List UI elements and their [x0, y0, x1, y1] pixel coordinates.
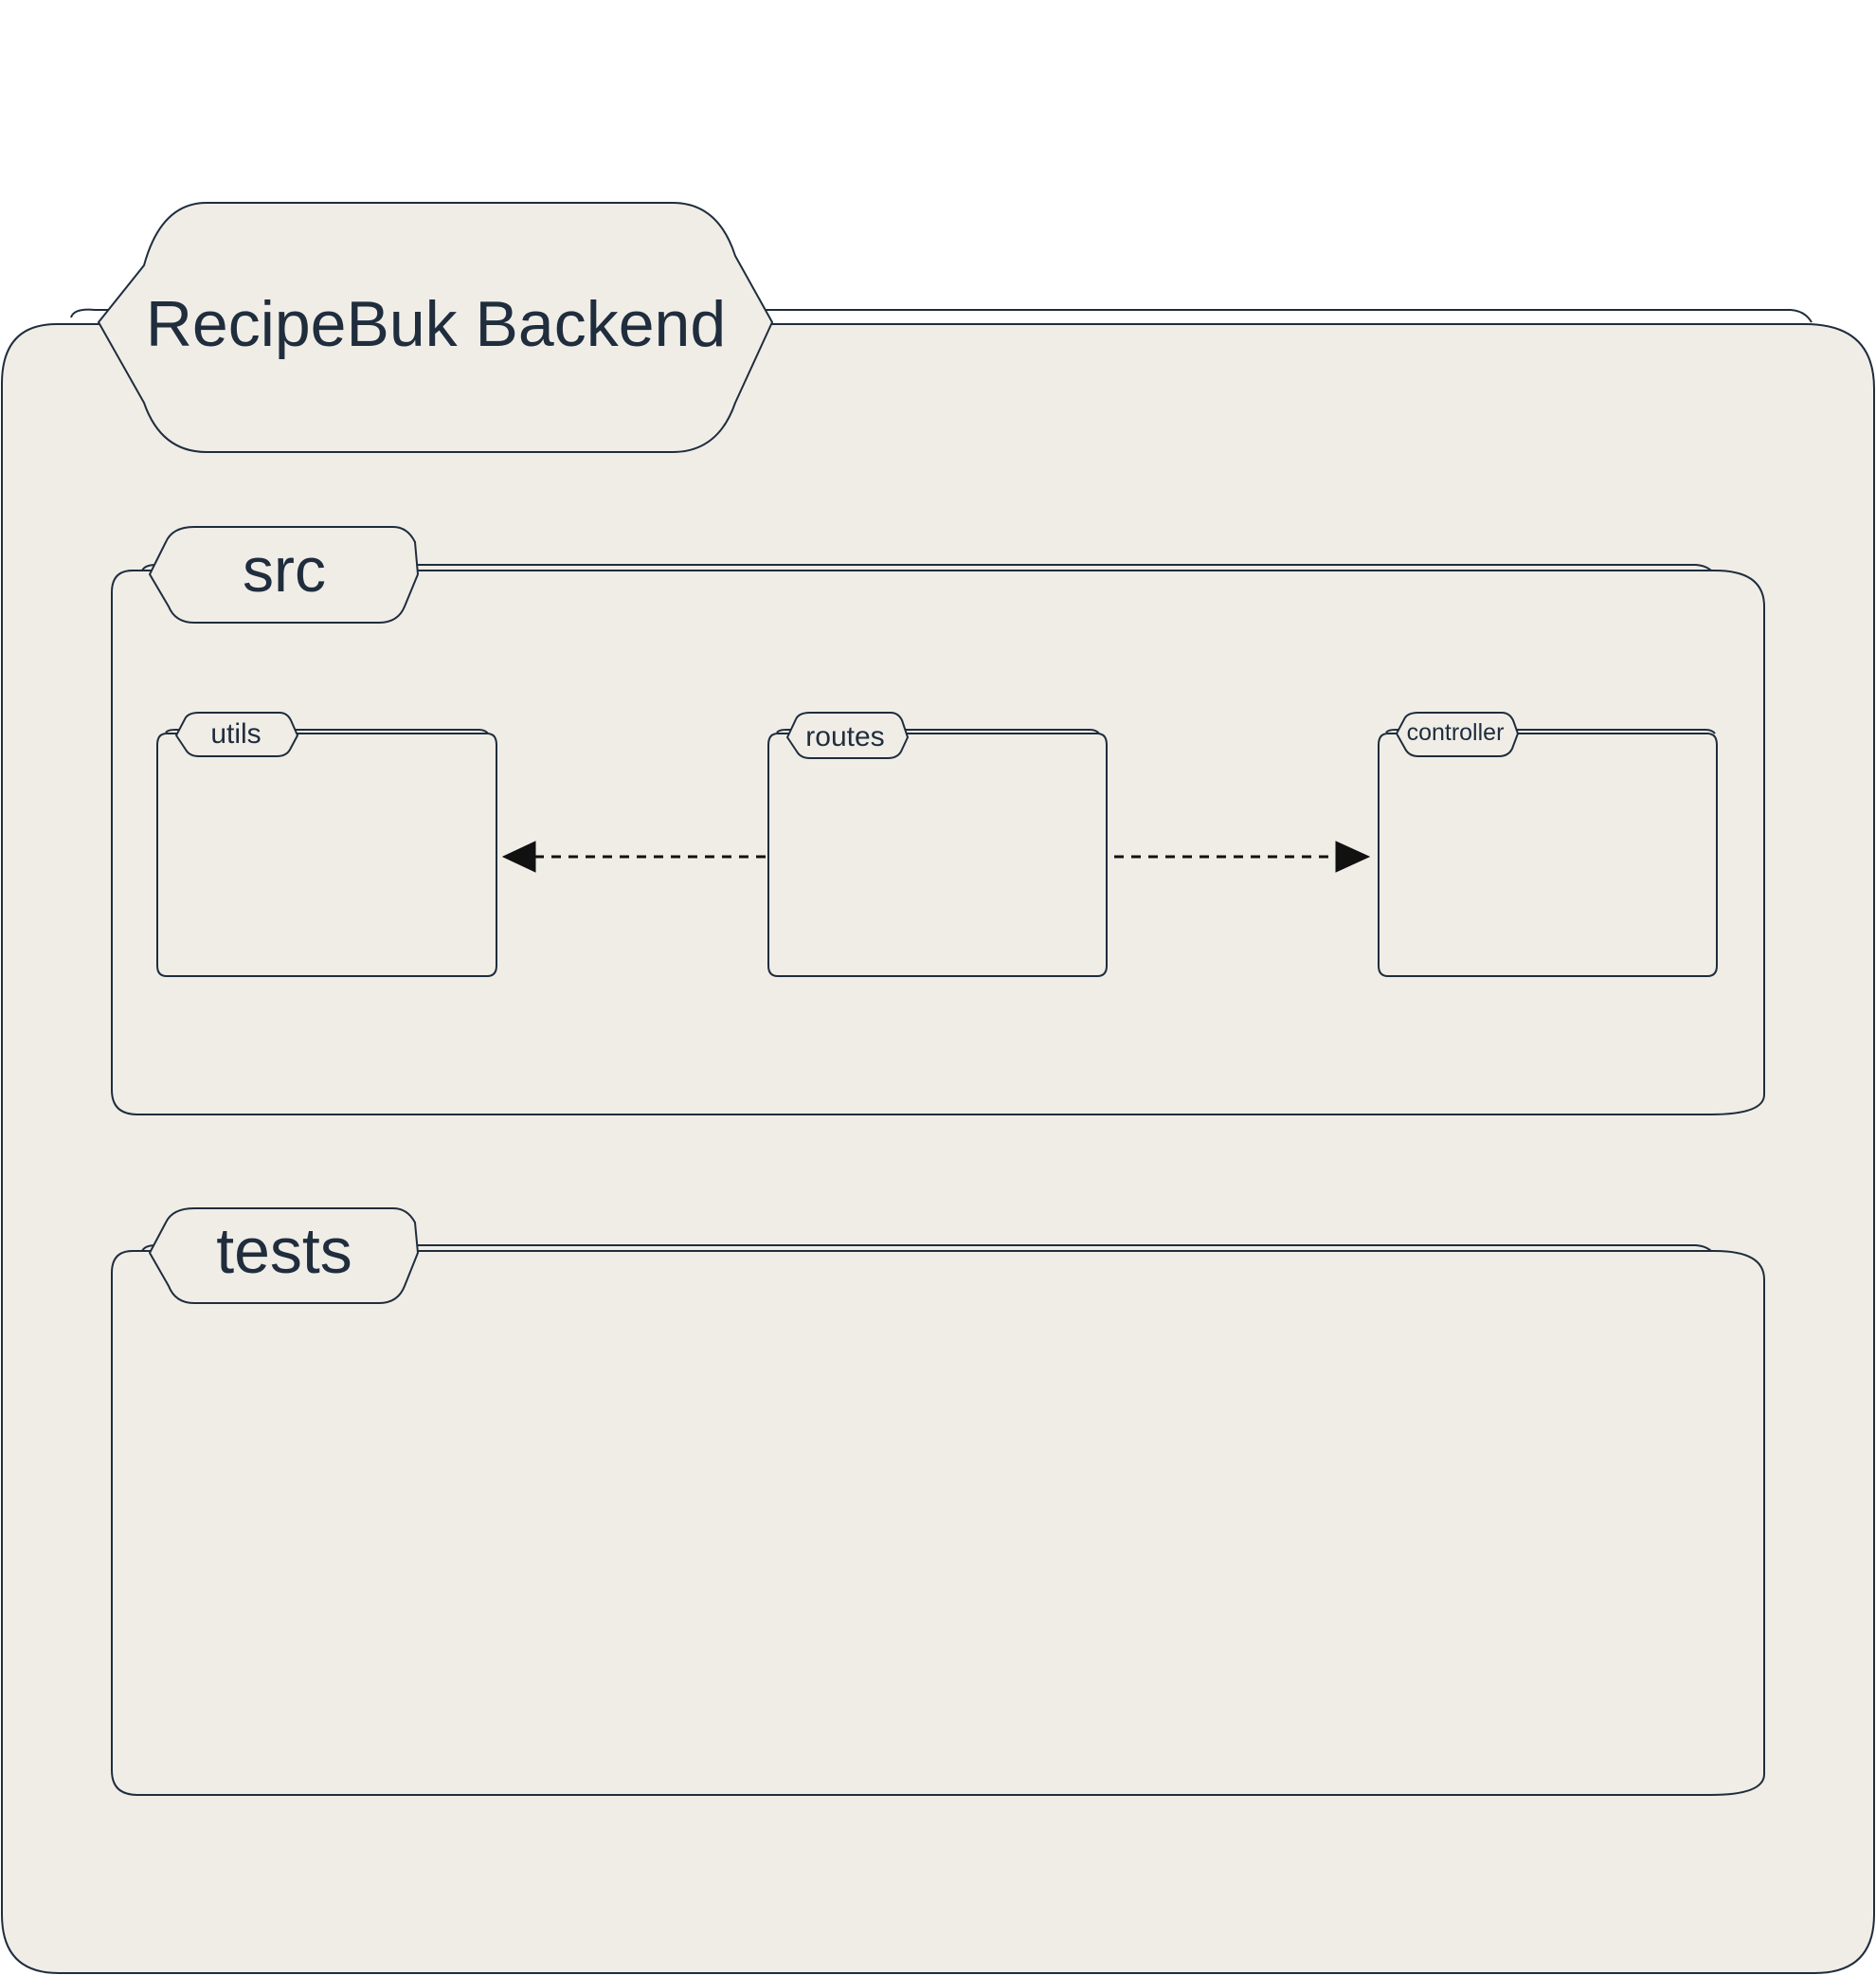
package-controller-tab	[1396, 712, 1519, 757]
dependency-routes-to-utils[interactable]	[501, 841, 766, 873]
arrowhead-controller	[1335, 841, 1371, 873]
package-controller-shadow	[1385, 729, 1716, 734]
package-controller-label: controller	[1407, 719, 1505, 746]
package-controller-body	[1378, 733, 1718, 977]
package-tests-shadow	[141, 1244, 1714, 1254]
package-utils-label: utils	[210, 718, 261, 750]
package-tests-tab	[149, 1207, 419, 1304]
package-utils[interactable]: utils	[156, 712, 497, 977]
package-utils-shadow	[165, 729, 489, 734]
package-tests-body	[111, 1250, 1765, 1796]
package-utils-body	[156, 733, 497, 977]
package-tests-label: tests	[216, 1215, 352, 1287]
package-utils-tab	[175, 712, 298, 757]
dependency-routes-to-controller[interactable]	[1114, 841, 1371, 873]
arrowhead-utils	[501, 841, 536, 873]
package-controller[interactable]: controller	[1378, 712, 1718, 977]
package-tests[interactable]: tests	[111, 1207, 1765, 1796]
package-src-shadow	[141, 564, 1714, 573]
package-root-label: RecipeBuk Backend	[146, 288, 726, 360]
package-root-shadow	[70, 308, 1813, 323]
package-src-tab	[149, 526, 419, 624]
package-routes-tab	[786, 712, 909, 759]
package-root-tab	[98, 202, 773, 453]
package-routes-body	[767, 733, 1108, 977]
package-routes-shadow	[776, 729, 1100, 734]
package-src-label: src	[243, 535, 326, 605]
package-routes-label: routes	[805, 721, 884, 752]
package-routes[interactable]: routes	[767, 712, 1108, 977]
